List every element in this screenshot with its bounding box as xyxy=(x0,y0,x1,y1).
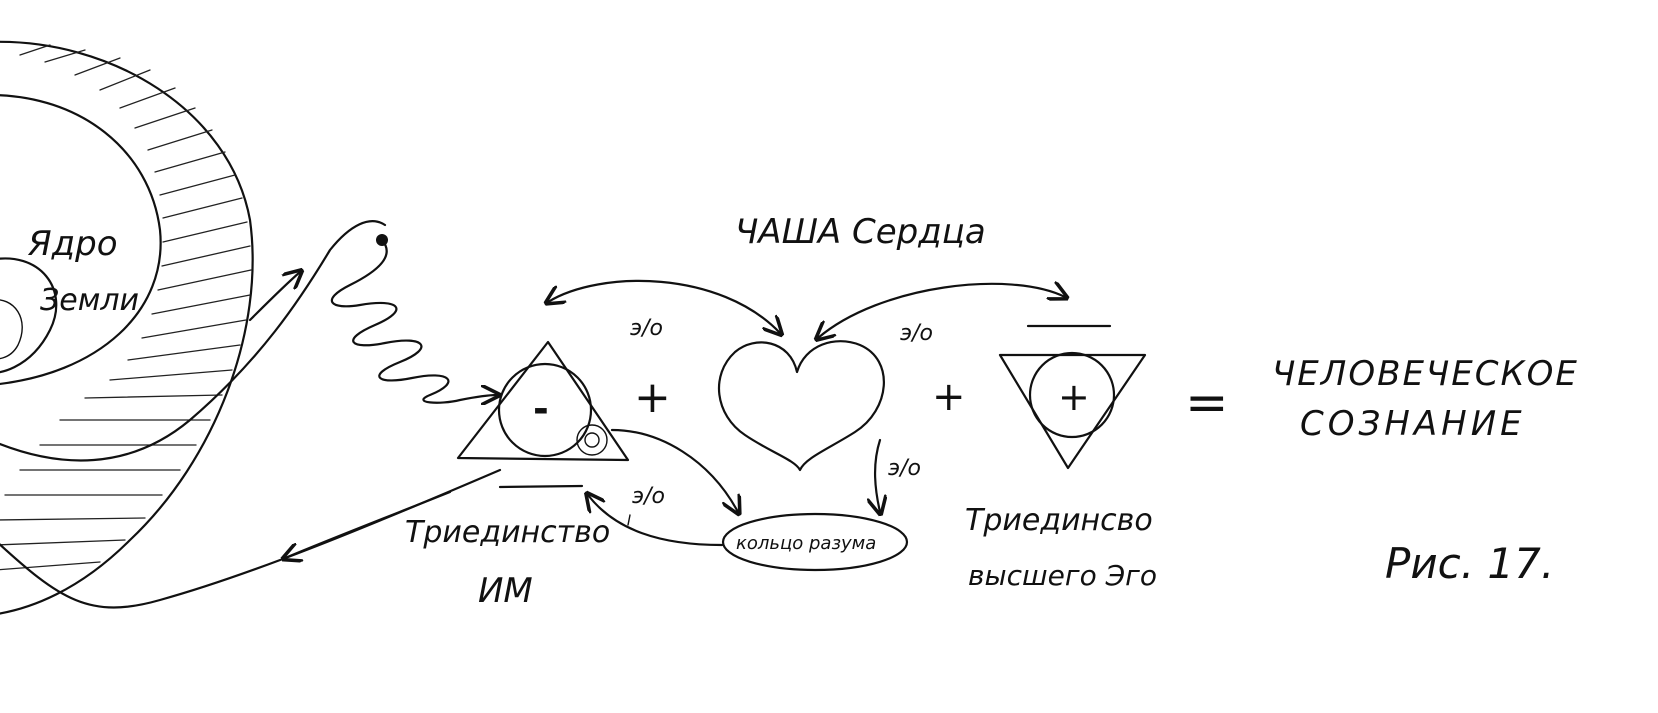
im-to-ring-arrow xyxy=(610,428,738,512)
earth-energy-spiral-path xyxy=(0,220,387,462)
human-consciousness-label-2: СОЗНАНИЕ xyxy=(1300,404,1526,444)
ring-to-im-arrow xyxy=(588,495,724,547)
heart-shape xyxy=(717,340,885,472)
ring-energy-label: э/о xyxy=(632,484,665,509)
human-consciousness-label-1: ЧЕЛОВЕЧЕСКОЕ xyxy=(1272,354,1579,394)
earth-core-figure: Ядро Земли xyxy=(0,40,254,615)
earth-inner-ring xyxy=(0,94,162,385)
earth-ring-hatching xyxy=(0,44,252,571)
right-energy-exchange-label: э/о xyxy=(900,321,933,346)
energy-spring-coil xyxy=(330,238,497,403)
trinity-im-triangle xyxy=(456,340,630,462)
higher-ego-circle xyxy=(1028,351,1116,439)
left-energy-exchange-arrow xyxy=(548,279,780,333)
heart-cup-label: ЧАША Сердца xyxy=(735,212,986,252)
earth-core-inner-swirl xyxy=(0,299,23,360)
earth-core-swirl xyxy=(0,257,58,374)
trinity-higher-ego-label-2: высшего Эго xyxy=(968,559,1157,592)
earth-core-label-1: Ядро xyxy=(27,224,118,264)
right-energy-exchange-arrow xyxy=(818,284,1065,338)
ring-of-reason-ellipse xyxy=(721,512,909,572)
earth-outer-ring xyxy=(0,40,254,615)
left-energy-exchange-label: э/о xyxy=(630,316,663,341)
ring-energy-tick xyxy=(627,514,631,526)
plus-sign-2: + xyxy=(932,374,966,420)
trinity-im-spiral-inner xyxy=(584,432,600,448)
heart-to-ring-arrow xyxy=(875,438,880,512)
trinity-higher-ego-figure: + xyxy=(998,324,1147,470)
equals-sign: = xyxy=(1185,373,1229,433)
ring-of-reason-label: кольцо разума xyxy=(736,533,876,554)
trinity-higher-ego-label-1: Триединсво xyxy=(965,503,1153,538)
trinity-im-figure: - xyxy=(456,340,630,489)
earth-core-label-2: Земли xyxy=(40,283,139,318)
trinity-im-base-bar xyxy=(498,484,584,489)
trinity-im-circle xyxy=(497,362,593,458)
earth-outward-arrow xyxy=(248,272,300,322)
heart-to-ring-label: э/о xyxy=(888,456,921,481)
trinity-im-minus: - xyxy=(533,387,549,431)
return-arrow-to-earth xyxy=(285,490,452,558)
higher-ego-plus: + xyxy=(1058,375,1090,419)
plus-sign-1: + xyxy=(634,372,671,423)
trinity-im-label-2: ИМ xyxy=(478,571,533,611)
trinity-im-spiral-outer xyxy=(576,424,608,456)
ring-of-reason-figure: кольцо разума xyxy=(721,512,909,572)
trinity-im-label-1: Триединство xyxy=(405,515,610,550)
figure-caption: Рис. 17. xyxy=(1385,539,1554,588)
